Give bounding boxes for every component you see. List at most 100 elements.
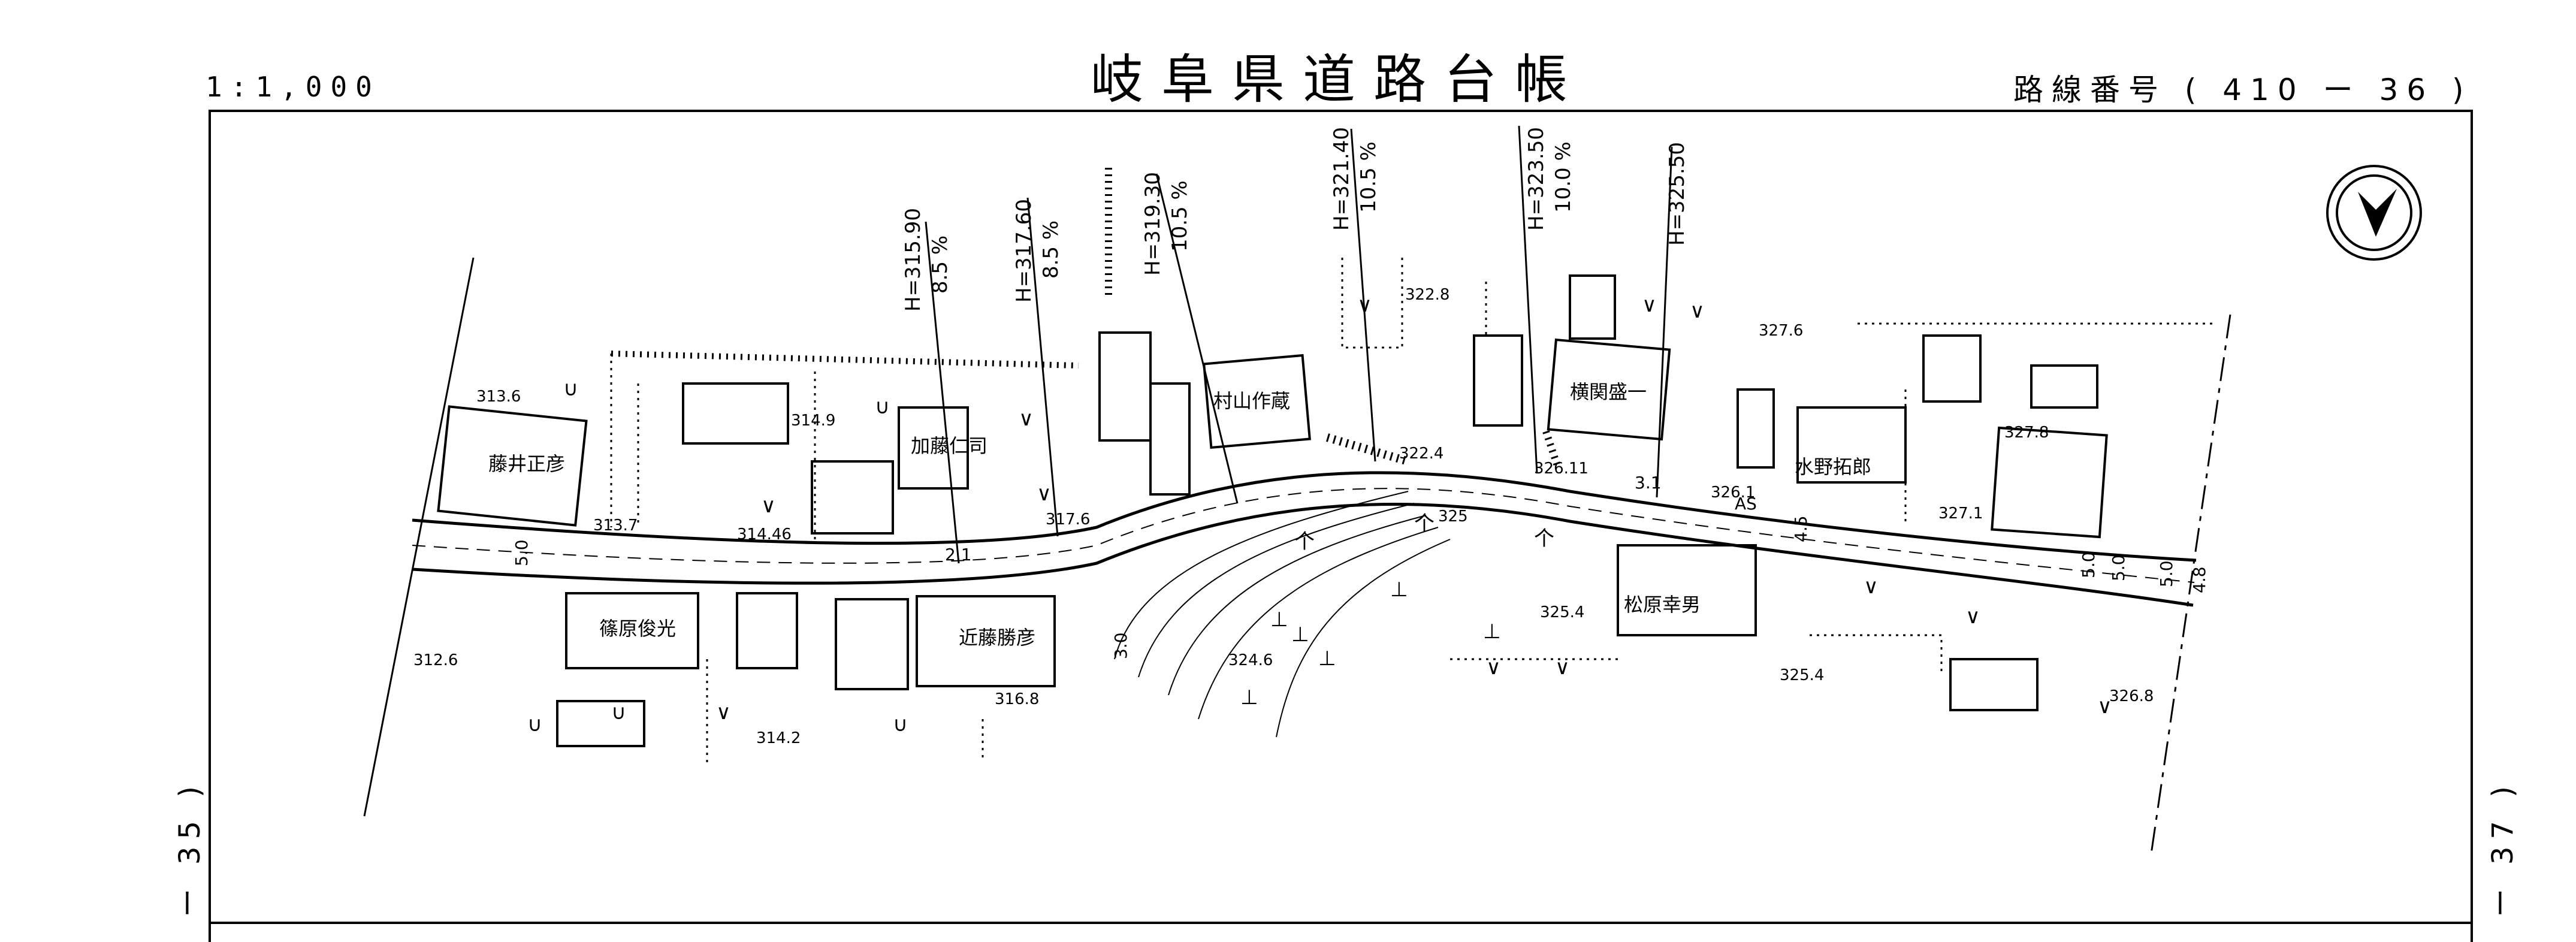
road-width-label: 4.5 — [1791, 515, 1811, 542]
svg-text:∨: ∨ — [1357, 293, 1372, 317]
building-north-6 — [1569, 274, 1616, 340]
elevation-label: 326.1 — [1711, 484, 1755, 502]
grade-percent-label: 10.5 % — [1168, 180, 1192, 252]
building-north-7 — [1737, 388, 1775, 469]
elevation-label: 322.8 — [1405, 286, 1449, 304]
building-fujii — [437, 405, 588, 527]
grade-percent-label: 8.5 % — [928, 236, 952, 294]
svg-text:∨: ∨ — [1019, 407, 1034, 431]
svg-text:∨: ∨ — [1690, 299, 1705, 323]
building-yokozeki — [1547, 338, 1671, 441]
owner-labels: 藤井正彦 加藤仁司 村山作蔵 横関盛一 水野拓郎 篠原俊光 近藤勝彦 松原幸男 — [488, 381, 1871, 649]
building-north-9 — [2030, 364, 2098, 409]
grade-percent-label: 8.5 % — [1039, 221, 1063, 279]
svg-text:∨: ∨ — [1037, 482, 1052, 506]
grade-height-label: H=319.30 — [1141, 172, 1165, 276]
owner-matsubara: 松原幸男 — [1624, 593, 1701, 616]
svg-text:⊥: ⊥ — [1291, 623, 1309, 647]
grade-height-label: H=315.90 — [901, 208, 925, 312]
road-width-labels: 5.0 5.0 5.0 5.0 4.8 4.5 AS 3.1 2.1 3.0 — [512, 473, 2209, 659]
building-south-4 — [1949, 658, 2039, 711]
map-title: 岐阜県道路台帳 — [1091, 49, 1586, 110]
svg-text:⊥: ⊥ — [1318, 647, 1336, 671]
building-north-10 — [1991, 426, 2108, 539]
elevation-label: 314.46 — [737, 526, 792, 544]
building-south-3 — [835, 598, 909, 690]
svg-text:∪: ∪ — [563, 377, 578, 401]
elevation-label: 326.11 — [1534, 460, 1589, 478]
elevation-label: 313.6 — [476, 388, 521, 406]
building-north-8 — [1922, 334, 1982, 403]
svg-text:∪: ∪ — [527, 712, 542, 736]
svg-text:∨: ∨ — [1555, 656, 1570, 680]
elevation-label: 316.8 — [995, 690, 1039, 708]
svg-text:∪: ∪ — [611, 701, 626, 724]
grade-height-label: H=317.60 — [1012, 199, 1036, 303]
building-south-1 — [556, 700, 645, 747]
grade-leaders — [925, 125, 1673, 564]
misc-label: 3.0 — [1111, 632, 1131, 659]
grade-percent-label: 10.5 % — [1357, 141, 1381, 213]
grade-percent-label: 10.0 % — [1551, 141, 1575, 213]
misc-label: 3.1 — [1635, 473, 1662, 493]
misc-label: AS — [1735, 494, 1757, 514]
building-north-5 — [1473, 334, 1523, 427]
grade-height-label: H=321.40 — [1330, 127, 1354, 231]
building-south-2 — [736, 592, 798, 669]
svg-text:⊥: ⊥ — [1483, 620, 1501, 644]
owner-murayama: 村山作蔵 — [1213, 390, 1290, 412]
elevation-label: 312.6 — [413, 651, 458, 669]
map-frame — [209, 110, 2473, 942]
svg-text:∪: ∪ — [875, 395, 890, 419]
svg-text:∨: ∨ — [2097, 695, 2112, 718]
area-boundary-right — [2150, 314, 2231, 855]
svg-text:⊥: ⊥ — [1390, 578, 1408, 602]
svg-text:个: 个 — [1534, 527, 1554, 551]
building-mizuno — [1796, 406, 1907, 484]
svg-text:个: 个 — [1294, 530, 1315, 554]
grade-height-label: H=323.50 — [1524, 127, 1548, 231]
owner-mizuno: 水野拓郎 — [1795, 455, 1871, 478]
map-scale: 1:1,000 — [206, 71, 380, 103]
road — [412, 471, 2197, 607]
building-murayama — [1203, 354, 1311, 449]
elevation-label: 327.8 — [2004, 424, 2049, 442]
svg-text:个: 个 — [1414, 512, 1435, 536]
owner-shinohara: 篠原俊光 — [599, 617, 676, 640]
svg-text:∪: ∪ — [893, 712, 908, 736]
land-use-symbols: ⊥⊥⊥ ⊥⊥⊥ 个个个 ∨∨∨ ∨∨∨ ∨∨∨ ∨∨∨ ∪∪∪ ∪∪ — [527, 293, 2112, 736]
elevation-label: 327.1 — [1938, 505, 1983, 523]
elevation-label: 314.9 — [791, 412, 835, 430]
building-kondo — [916, 595, 1056, 687]
building-north-2 — [811, 460, 894, 535]
elevation-label: 325 — [1438, 508, 1468, 526]
road-width-label: 5.0 — [2079, 551, 2098, 578]
svg-text:⊥: ⊥ — [1240, 686, 1258, 709]
elevation-label: 325.4 — [1540, 603, 1584, 621]
elevation-label: 327.6 — [1759, 322, 1803, 340]
owner-kato: 加藤仁司 — [911, 434, 987, 457]
misc-label: 2.1 — [945, 545, 972, 564]
building-shinohara — [565, 592, 699, 669]
slope-contours — [1114, 491, 1451, 738]
elevation-label: 325.4 — [1780, 666, 1824, 684]
elevation-label: 314.2 — [756, 729, 801, 747]
grade-height-label: H=325.50 — [1665, 142, 1689, 246]
elevation-labels: 313.6 314.9 313.7 314.46 317.6 322.8 322… — [413, 286, 2154, 747]
elevation-label: 322.4 — [1399, 445, 1443, 463]
route-number: 路線番号 ( 410 ー 36 ) — [2013, 73, 2472, 107]
elevation-label: 324.6 — [1228, 651, 1273, 669]
elevation-label: 313.7 — [593, 517, 638, 535]
building-north-1 — [682, 382, 789, 445]
elevation-label: 317.6 — [1046, 511, 1090, 529]
owner-fujii: 藤井正彦 — [488, 452, 565, 475]
property-boundaries — [610, 258, 2217, 767]
north-arrow-icon — [2326, 165, 2422, 261]
road-width-label: 4.8 — [2190, 566, 2209, 593]
svg-text:∨: ∨ — [1864, 575, 1879, 599]
owner-yokozeki: 横関盛一 — [1570, 381, 1647, 403]
svg-text:⊥: ⊥ — [1270, 608, 1288, 632]
building-north-3 — [1098, 331, 1152, 442]
svg-text:∨: ∨ — [716, 701, 731, 724]
